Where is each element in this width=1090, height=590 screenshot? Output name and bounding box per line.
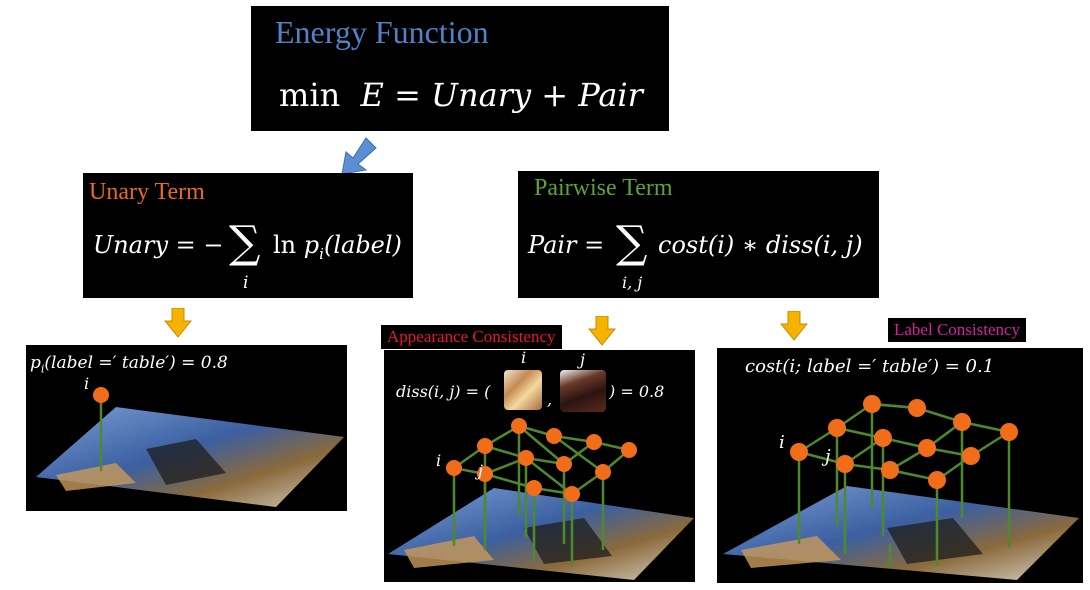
energy-function-formula: min E = Unary + Pair [279,76,643,114]
appearance-consistency-tag: Appearance Consistency [381,325,562,349]
unary-log-term: ln pi(label) [273,231,402,263]
unary-term-title: Unary Term [89,179,205,205]
grid-node [518,450,534,466]
grid-node [928,471,946,489]
unary-scene: i [36,374,344,507]
pair-equals: = [584,231,605,259]
pairwise-body: cost(i) ∗ diss(i, j) [658,231,863,259]
grid-node [526,480,542,496]
node-j-label: j [475,461,483,480]
grid-node [511,418,527,434]
label-illustration-panel: cost(i; label =′ table′) = 0.1 [717,348,1083,583]
pairwise-sum-symbol: ∑ [616,217,648,268]
unary-formula: Unary = − [93,231,224,259]
diss-formula-left: diss(i, j) = ( [396,382,491,401]
p-symbol: p [303,231,320,259]
pairwise-sum-index: i, j [622,273,643,292]
energy-function-box: Energy Function min E = Unary + Pair [251,6,669,131]
unary-equals-minus: = − [175,231,224,259]
label-consistency-tag: Label Consistency [888,318,1027,342]
down-arrow-icon-label [780,311,808,341]
unary-node [93,387,109,403]
down-arrow-icon-appearance [588,316,616,346]
diss-formula-comma: , [547,390,553,409]
grid-node [586,434,602,450]
node-i-label: i [779,432,785,453]
prob-rest: (label =′ table′) = 0.8 [44,353,228,373]
grid-node [836,455,854,473]
prob-sub: i [40,362,45,376]
plus-sign: + [541,76,569,114]
prob-p: p [30,353,41,373]
p-subscript: i [319,244,324,263]
grid-node [446,460,462,476]
grid-node [477,438,493,454]
thumbnail-shirt-image [560,370,606,412]
unary-prob-formula: pi(label =′ table′) = 0.8 [30,353,228,375]
unary-illustration-panel: pi(label =′ table′) = 0.8 i [26,345,347,511]
grid-node [621,442,637,458]
unary-symbol: Unary [431,76,532,114]
grid-node [881,461,899,479]
energy-function-title: Energy Function [275,14,489,50]
grid-node [828,419,846,437]
grid-node [790,443,808,461]
grid-node [595,464,611,480]
grid-node [564,486,580,502]
appearance-illustration-panel: diss(i, j) = ( i , j ) = 0.8 [384,348,695,582]
appearance-grid-scene: i j [388,418,694,580]
grid-node [908,399,926,417]
diss-formula-right: ) = 0.8 [609,382,665,401]
grid-node [962,447,980,465]
node-j-label: j [821,446,831,467]
down-arrow-icon-unary [164,308,192,338]
unary-lhs: Unary [93,231,169,259]
grid-node [874,429,892,447]
unary-sum-index: i [243,273,249,293]
unary-sum-symbol: ∑ [229,217,261,268]
grid-node [556,456,572,472]
grid-node [546,428,562,444]
equals-sign: = [394,76,421,114]
thumb-j-label: j [580,350,585,369]
unary-term-box: Unary Term Unary = − ∑ i ln pi(label) [83,173,413,298]
grid-node [1000,423,1018,441]
pairwise-term-title: Pairwise Term [534,175,673,201]
energy-symbol: E [360,76,384,114]
thumb-i-label: i [521,348,527,367]
ln-operator: ln [273,231,297,259]
grid-node [918,439,936,457]
thumbnail-food-image [504,370,542,410]
label-grid-scene: i j [723,395,1079,580]
cost-formula: cost(i; label =′ table′) = 0.1 [745,356,995,377]
pairwise-term-box: Pairwise Term Pair = ∑ i, j cost(i) ∗ di… [518,171,879,298]
node-i-label: i [436,451,441,470]
unary-node-label: i [84,374,89,393]
pair-lhs: Pair [528,231,577,259]
label-arg: (label) [323,231,402,259]
pair-symbol: Pair [578,76,643,114]
min-operator: min [279,76,341,114]
pairwise-lhs: Pair = [528,231,604,259]
diagonal-arrow-icon [341,137,377,175]
grid-node [477,466,493,482]
grid-node [863,395,881,413]
grid-node [953,413,971,431]
